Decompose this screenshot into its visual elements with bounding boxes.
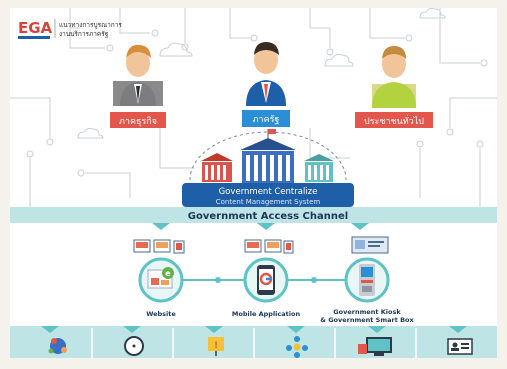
- svg-text:& Government Smart Box: & Government Smart Box: [320, 316, 414, 324]
- svg-text:ภาคธุรกิจ: ภาคธุรกิจ: [119, 116, 157, 127]
- id-card-icon: [447, 338, 473, 355]
- kiosk-icon: [359, 264, 375, 296]
- stakeholder-government-badge: ภาครัฐ: [242, 110, 290, 127]
- website-icon: e: [147, 267, 174, 289]
- ega-logo: EGA แนวทางการบูรณาการ งานบริการภาครัฐ: [18, 19, 122, 39]
- government-buildings-icon: [201, 129, 334, 183]
- svg-text:Content Management System: Content Management System: [216, 198, 321, 206]
- cms-dashed-arc: [189, 131, 347, 181]
- kiosk-devices-icon: [351, 236, 389, 254]
- website-devices-icon: [133, 239, 185, 254]
- notice-board-icon: !: [208, 337, 224, 356]
- channel-kiosk: Government Kiosk & Government Smart Box: [320, 257, 415, 324]
- svg-text:EGA: EGA: [18, 19, 53, 37]
- bottom-services-band: [10, 326, 497, 358]
- government-person-icon: [246, 42, 286, 106]
- svg-text:!: !: [214, 341, 218, 351]
- svg-text:ประชาชนทั่วไป: ประชาชนทั่วไป: [364, 114, 424, 127]
- mobile-app-icon: [257, 265, 275, 295]
- svg-text:Government Access Channel: Government Access Channel: [188, 211, 348, 222]
- svg-text:Government Kiosk: Government Kiosk: [333, 308, 401, 316]
- mobile-devices-icon: [244, 239, 294, 254]
- channel-mobile-app: Mobile Application: [232, 257, 301, 318]
- compass-icon: [124, 336, 144, 356]
- online-service-screen-icon: [358, 337, 392, 356]
- svg-text:Government Centralize: Government Centralize: [219, 187, 318, 197]
- svg-text:e: e: [165, 269, 171, 278]
- channel-website: e Website: [138, 257, 184, 318]
- business-person-icon: [113, 44, 163, 106]
- stakeholder-business-badge: ภาคธุรกิจ: [110, 112, 166, 128]
- cms-box: Government Centralize Content Management…: [182, 183, 354, 207]
- svg-text:Website: Website: [146, 310, 176, 318]
- access-channel-band: Government Access Channel: [10, 207, 497, 230]
- svg-text:แนวทางการบูรณาการ: แนวทางการบูรณาการ: [59, 21, 122, 29]
- globe-network-icon: [48, 338, 67, 354]
- circuit-background: [10, 8, 497, 208]
- diagram-frame: EGA แนวทางการบูรณาการ งานบริการภาครัฐ ภา…: [10, 8, 497, 358]
- svg-text:งานบริการภาครัฐ: งานบริการภาครัฐ: [59, 30, 109, 38]
- stakeholder-citizen-badge: ประชาชนทั่วไป: [355, 112, 433, 128]
- people-connect-icon: [286, 336, 308, 358]
- svg-text:Mobile Application: Mobile Application: [232, 310, 301, 318]
- citizen-person-icon: [372, 46, 416, 108]
- svg-text:ภาครัฐ: ภาครัฐ: [253, 115, 280, 125]
